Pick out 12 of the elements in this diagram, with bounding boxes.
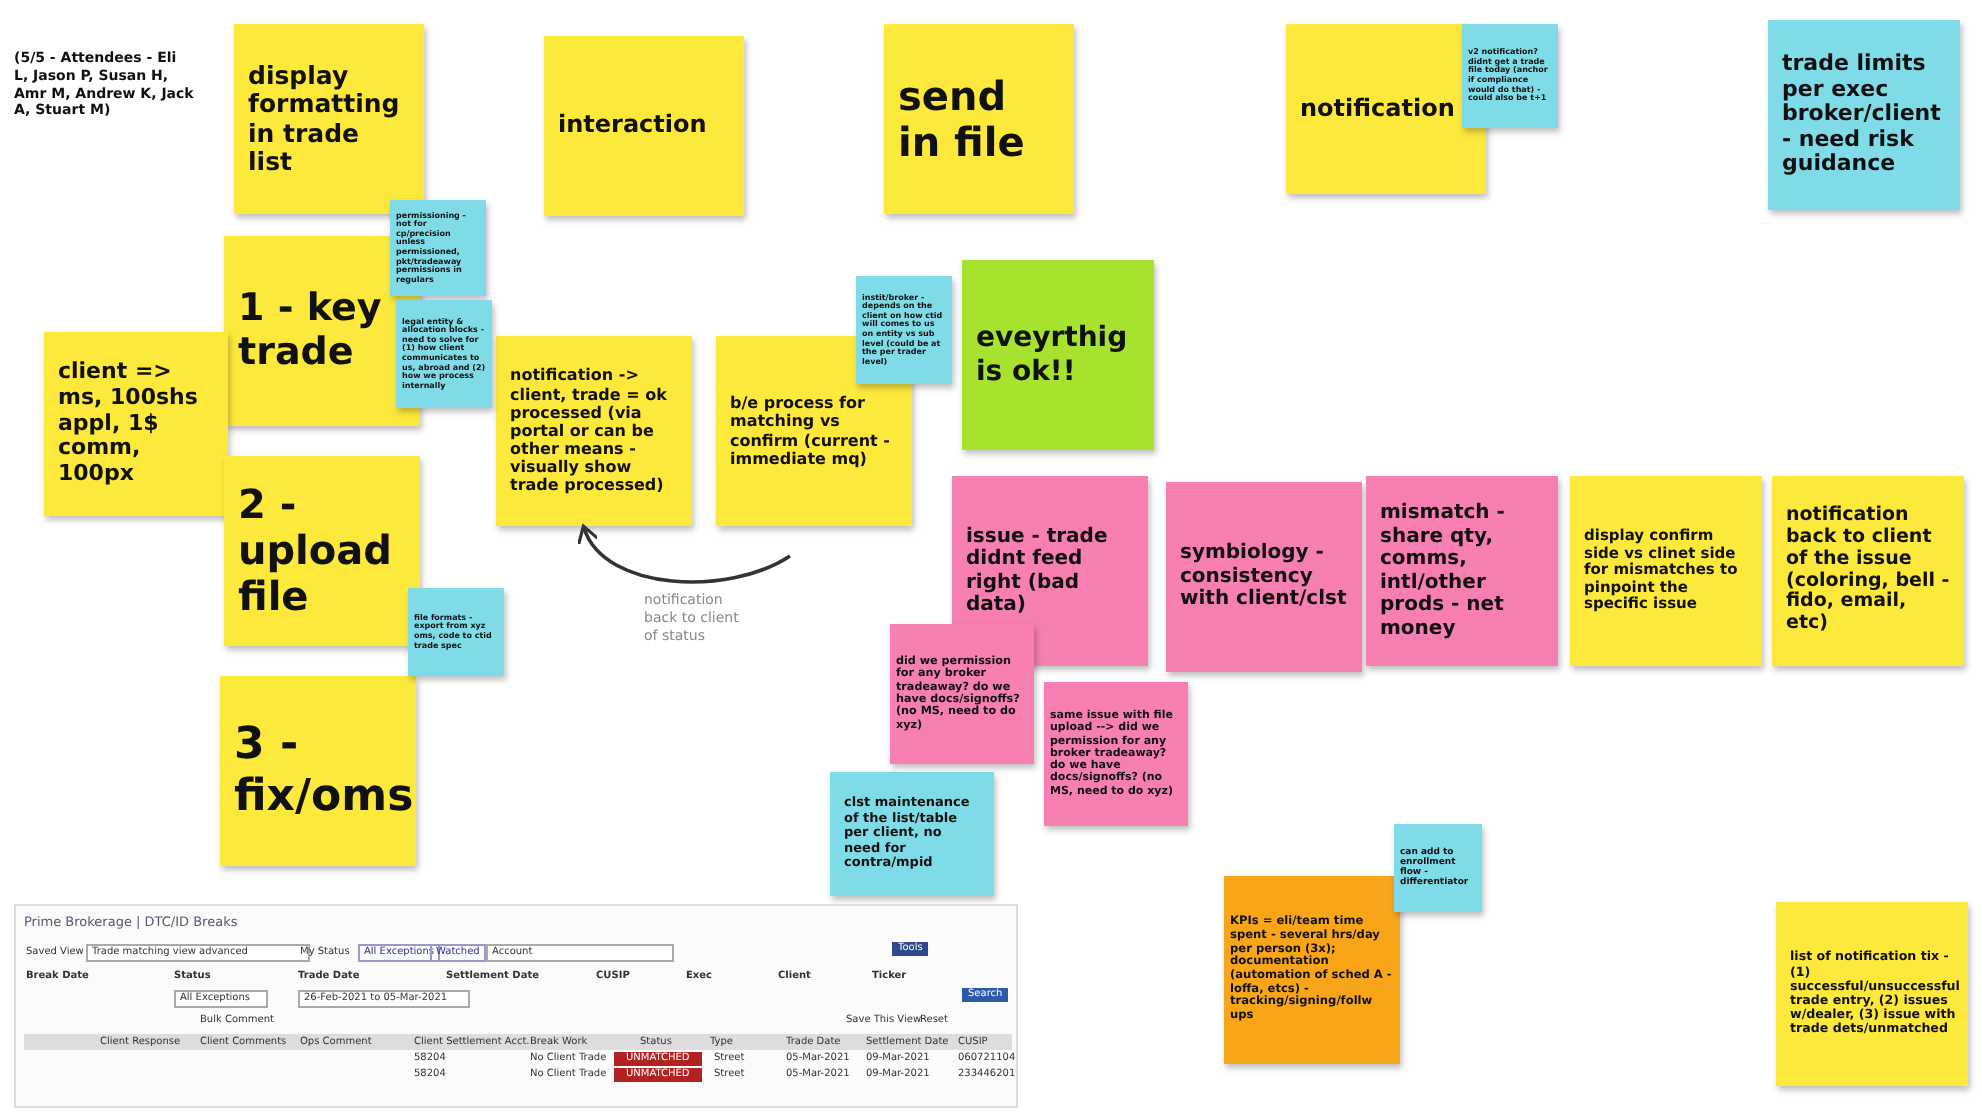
sticky-note: eveyrthig is ok!! <box>962 260 1154 450</box>
arrow <box>579 524 791 584</box>
sticky-note: client => ms, 100shs appl, 1$ comm, 100px <box>44 332 228 516</box>
sticky-note: symbiology - consistency with client/clst <box>1166 482 1362 672</box>
sticky-note: 3 - fix/oms <box>220 676 416 866</box>
sticky-note: notification -> client, trade = ok processed (via portal or can be other means - visually show trade processed) <box>496 336 692 526</box>
sticky-note: display formatting in trade list <box>234 24 424 214</box>
sticky-note: interaction <box>544 36 744 216</box>
sticky-note: notification back to client of the issue (coloring, bell - fido, email, etc) <box>1772 476 1964 666</box>
sticky-note: trade limits per exec broker/client - need risk guidance <box>1768 20 1960 210</box>
sticky-note: send in file <box>884 24 1074 214</box>
sticky-note: mismatch - share qty, comms, intl/other prods - net money <box>1366 476 1558 666</box>
